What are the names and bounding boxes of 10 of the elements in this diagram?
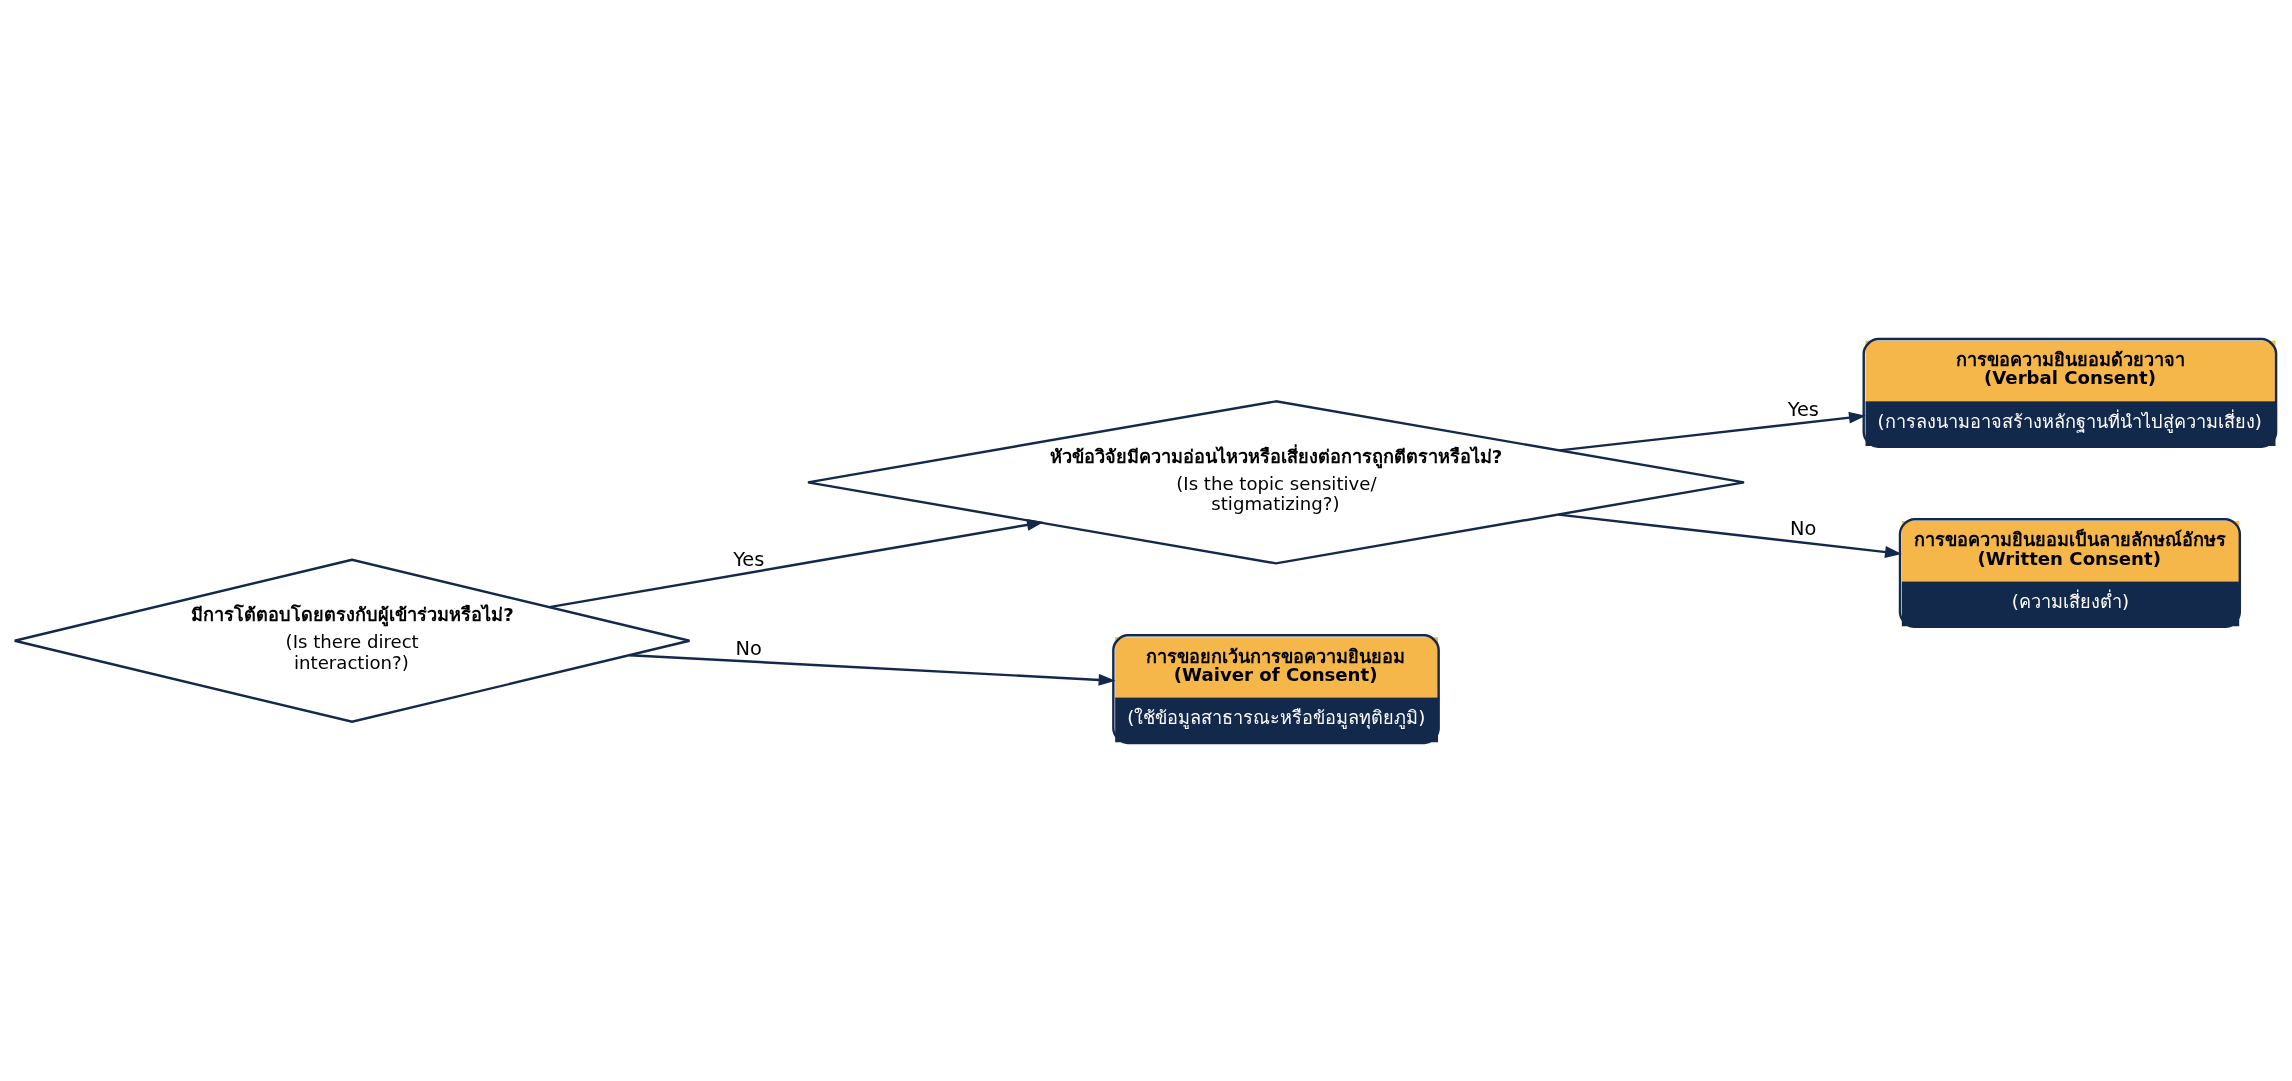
edge-label: No: [1790, 516, 1817, 540]
arrow: [1559, 411, 1866, 452]
node-diamond: หัวข้อวิจัยมีความอ่อนไหวหรือเสี่ยงต่อการถูกตีตราหรือไม่? (Is the topic sensitive/ stigmatizing?): [806, 399, 1746, 565]
edge-label: No: [735, 636, 762, 660]
edge-label: Yes: [1787, 397, 1819, 421]
arrow: [629, 653, 1116, 686]
arrow: [549, 518, 1044, 608]
edge-label: Yes: [733, 547, 765, 571]
arrow: [1558, 512, 1902, 558]
node-diamond: มีการโต้ตอบโดยตรงกับผู้เข้าร่วมหรือไม่? (Is there direct interaction?): [13, 558, 691, 723]
